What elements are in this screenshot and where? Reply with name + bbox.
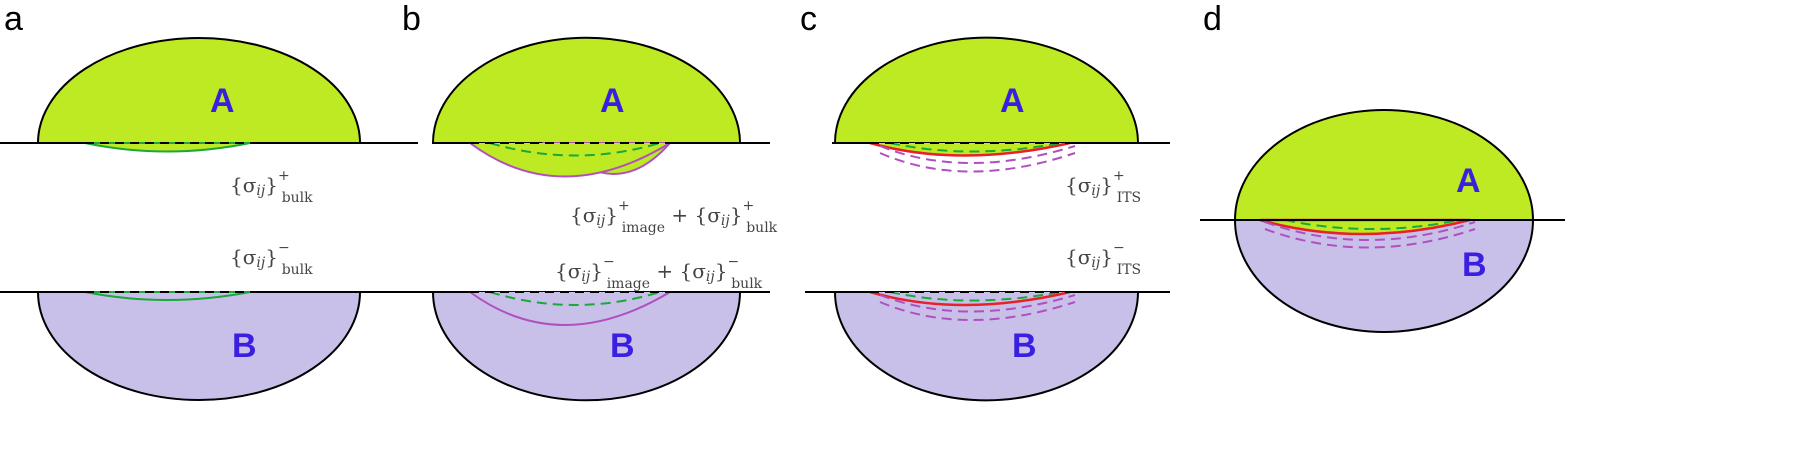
red-interface-top [869, 141, 1071, 157]
phase-a-top-shape [833, 36, 1140, 144]
label-b: B [610, 327, 635, 365]
label-b: B [1012, 327, 1037, 365]
panel-c: c A B {σij}+ITS {σij}−ITS [800, 0, 1170, 402]
phase-b-bottom-shape [36, 291, 362, 401]
phase-b-bottom-shape [1233, 219, 1535, 333]
magenta-dashed [1264, 221, 1476, 241]
label-a: A [1456, 162, 1481, 200]
panel-d: d A B [1200, 0, 1565, 333]
red-interface [1259, 218, 1471, 236]
panel-letter: c [800, 0, 817, 38]
phase-a-top-shape [1233, 109, 1535, 221]
stress-upper: {σij}+image + {σij}+bulk [570, 198, 778, 236]
phase-b-bottom-shape [431, 291, 742, 402]
stress-lower: {σij}−bulk [230, 240, 313, 278]
magenta-dashed-bottom [879, 294, 1076, 313]
green-dashed [1284, 219, 1461, 230]
panel-letter: b [402, 0, 421, 38]
magenta-dashed-top [879, 145, 1076, 164]
label-b: B [1462, 246, 1487, 284]
stress-upper: {σij}+ITS [1065, 168, 1141, 206]
label-a: A [210, 82, 235, 120]
red-interface-bottom [869, 290, 1071, 307]
label-a: A [1000, 82, 1025, 120]
magenta-bulge-bottom [469, 291, 671, 326]
stress-lower: {σij}−ITS [1065, 240, 1141, 278]
panel-b: b A B {σij}+image + {σij}+bulk {σij}−ima… [400, 0, 778, 402]
stress-upper: {σij}+bulk [230, 168, 313, 206]
panel-letter: a [4, 0, 23, 38]
phase-b-bottom-shape [833, 291, 1140, 402]
stress-lower: {σij}−image + {σij}−bulk [555, 254, 763, 292]
green-dashed-top [889, 142, 1061, 153]
phase-a-top-shape [431, 36, 742, 144]
green-bulge-bottom [84, 291, 251, 301]
panel-a: a A B {σij}+bulk {σij}−bulk [0, 0, 418, 401]
magenta-dashed-top-2 [879, 152, 1076, 173]
phase-a-top-shape [36, 37, 362, 144]
magenta-dashed-bottom-2 [879, 301, 1076, 321]
green-dashed-bottom [889, 291, 1061, 302]
panel-letter: d [1203, 0, 1222, 38]
label-b: B [232, 327, 257, 365]
green-dashed-top [489, 142, 661, 157]
label-a: A [600, 82, 625, 120]
magenta-dashed-2 [1264, 228, 1476, 249]
green-dashed-bottom [489, 291, 661, 306]
green-bulge-top [84, 142, 251, 153]
